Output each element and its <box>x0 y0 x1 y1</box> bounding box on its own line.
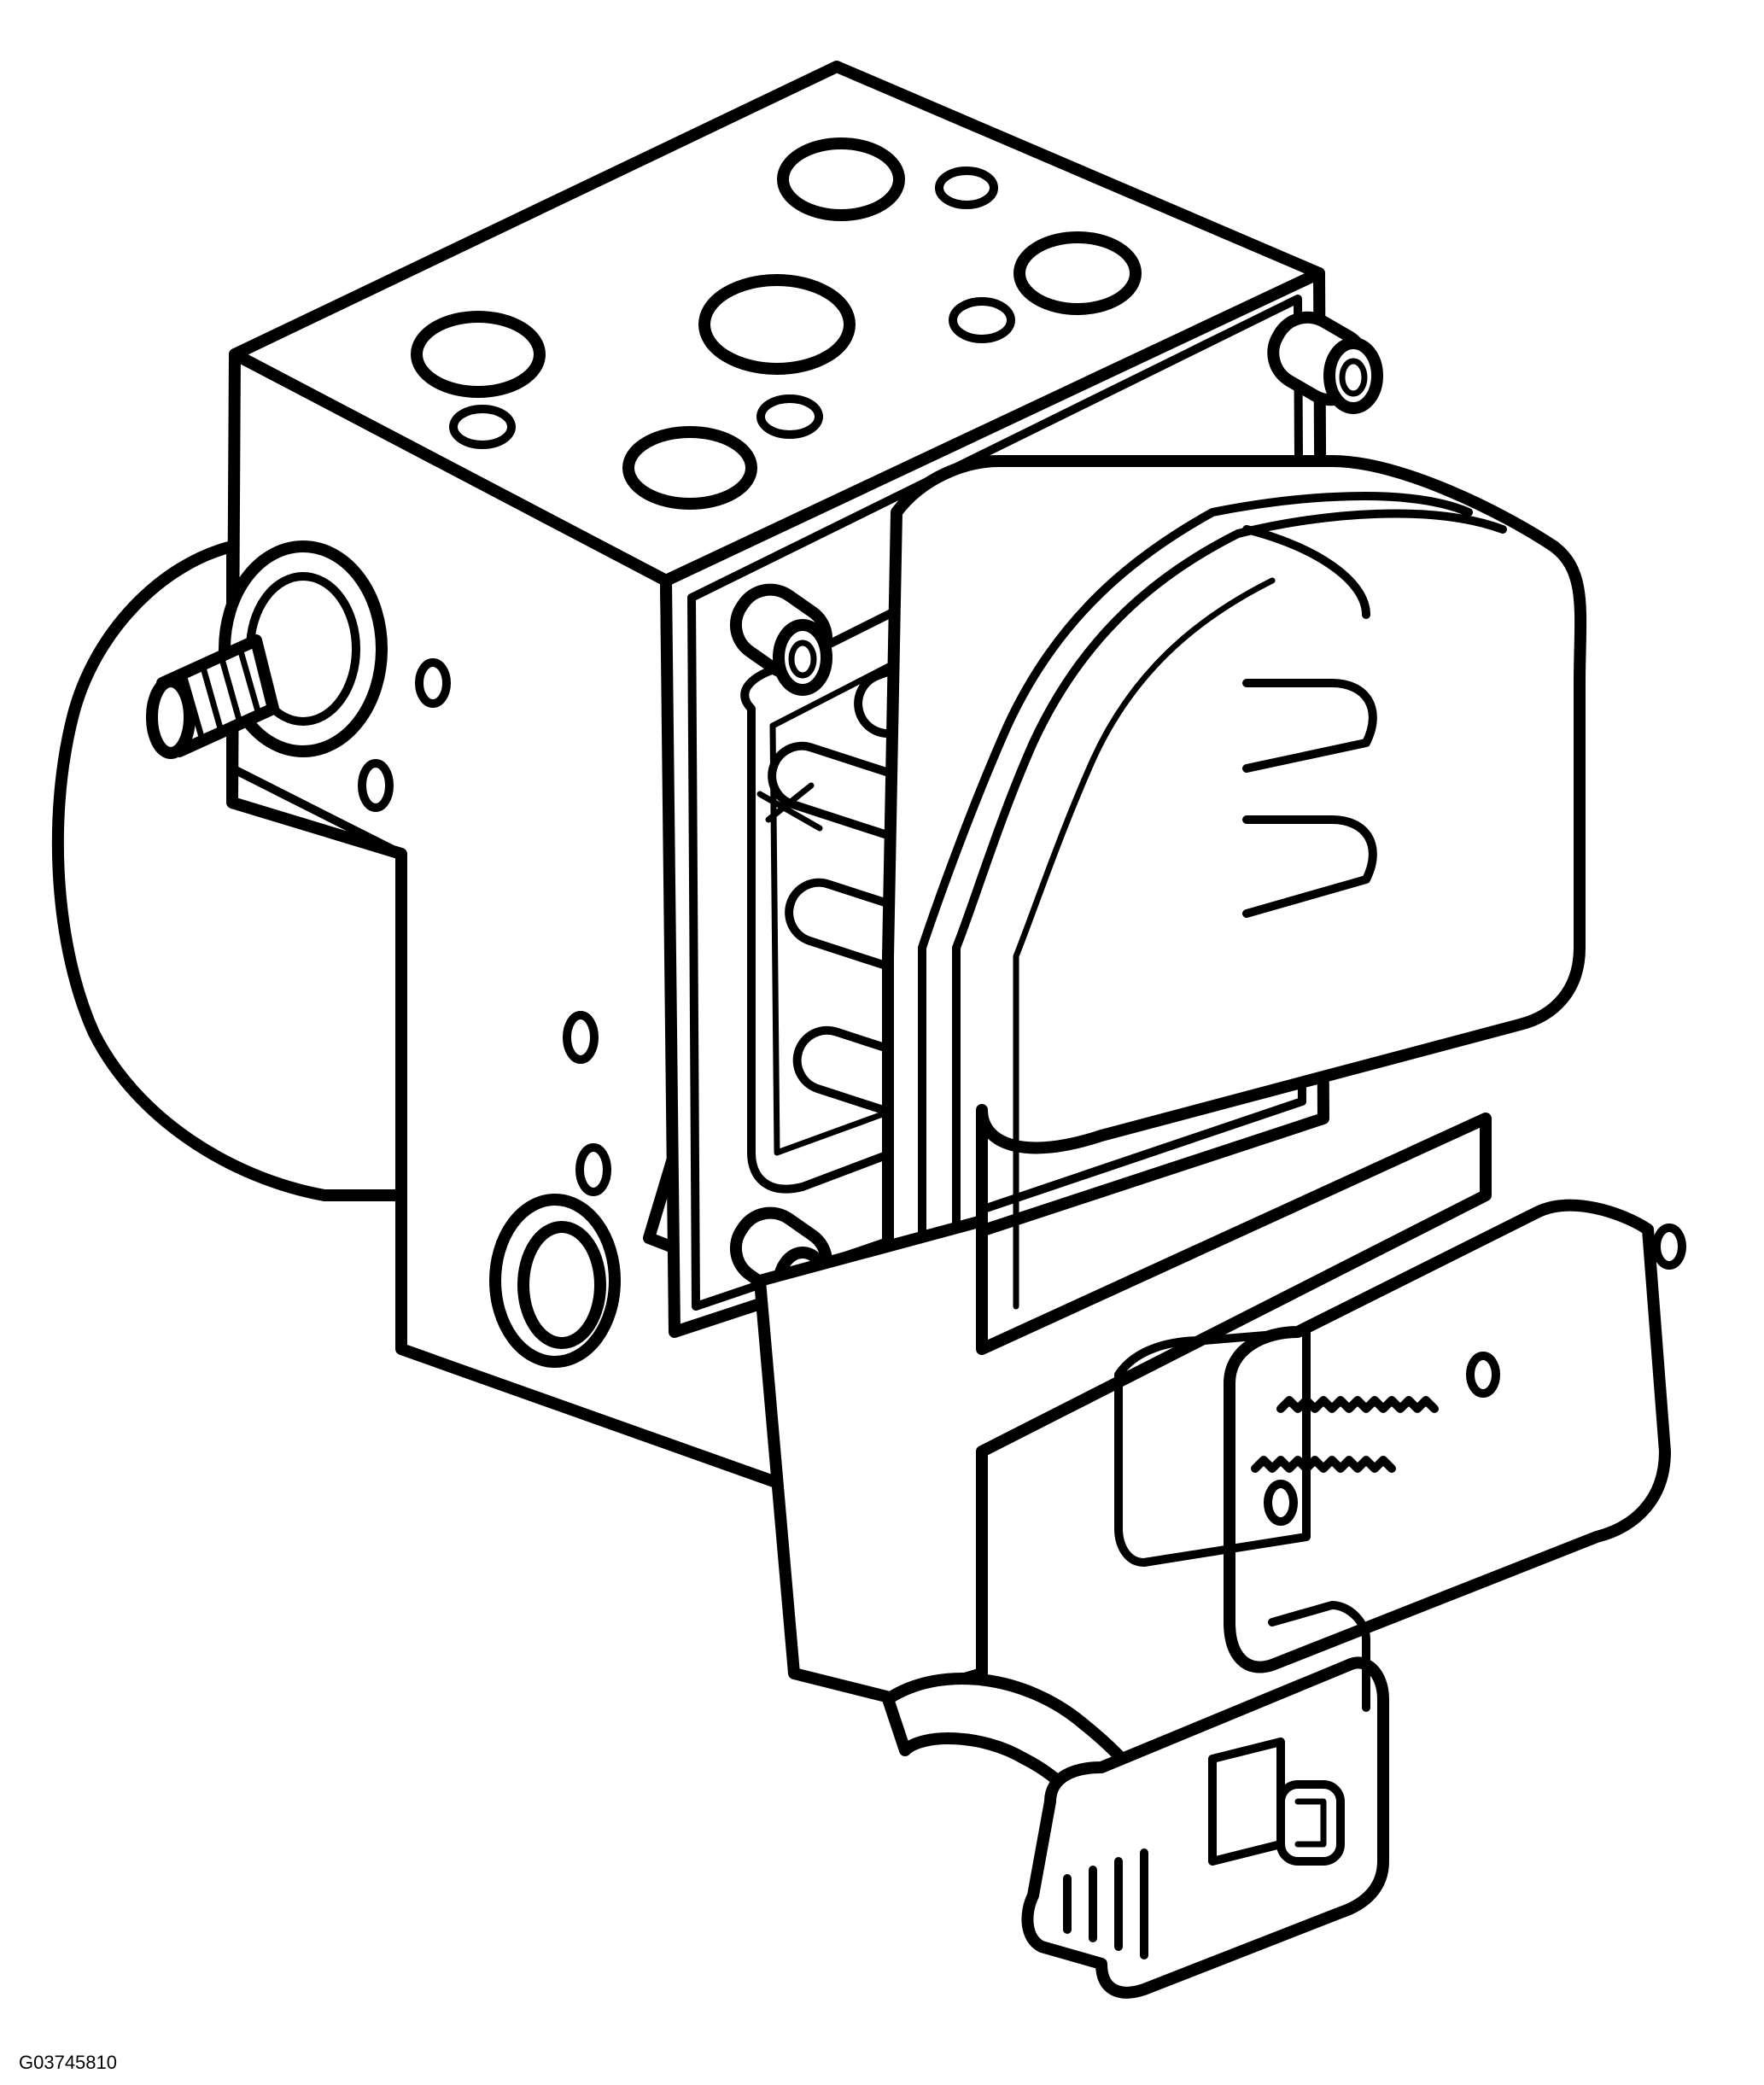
harness-connector <box>882 1601 1389 1999</box>
connector-latch <box>1208 1738 1285 1866</box>
lower-housing <box>754 1113 1686 1705</box>
hole-small <box>1264 1480 1298 1526</box>
port-small <box>935 166 998 209</box>
stud-tip <box>146 675 196 759</box>
left-face-holes <box>358 658 621 1368</box>
mounting-bolt <box>1267 311 1383 414</box>
port-large <box>698 274 856 375</box>
hole-small <box>1652 1224 1686 1270</box>
hole-small <box>575 1143 611 1196</box>
pump-motor-housing <box>51 540 407 1201</box>
module-cover <box>1114 1328 1311 1567</box>
mounting-bolt <box>729 583 833 696</box>
port-large <box>1013 231 1142 315</box>
port-large <box>777 137 905 221</box>
hole-small <box>415 658 451 708</box>
port-large <box>411 311 546 398</box>
control-unit-cover <box>882 455 1587 1372</box>
top-face-ports <box>411 137 1142 510</box>
port-small <box>949 297 1015 343</box>
hole-small <box>358 759 394 812</box>
cover-rim <box>918 492 1473 1319</box>
hole-small <box>563 1011 599 1064</box>
port-small <box>449 405 516 449</box>
port-large <box>622 426 757 510</box>
cover-flange <box>1242 525 1377 773</box>
pin-row <box>1251 1456 1396 1473</box>
connector-tab <box>1276 1780 1345 1866</box>
hole-small <box>1466 1352 1500 1398</box>
gasket-inner <box>687 295 1306 1311</box>
lower-block <box>754 1113 1492 1705</box>
figure-id-label: G03745810 <box>19 2052 117 2073</box>
connector-terminals <box>1063 1848 1148 1959</box>
outlet-port-inner <box>517 1221 606 1349</box>
block-step-line <box>228 764 406 858</box>
port-small <box>756 394 823 439</box>
mounting-stud <box>146 540 388 759</box>
